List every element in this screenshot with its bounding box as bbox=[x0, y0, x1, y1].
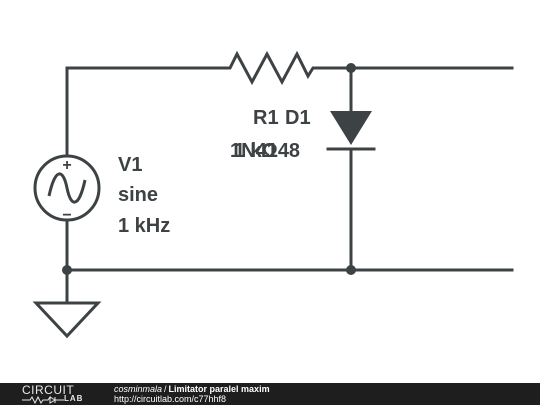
diode-model-label: 1N4148 bbox=[230, 140, 300, 162]
diode-d1-anode bbox=[330, 111, 372, 145]
diode-name-label: D1 bbox=[285, 107, 311, 129]
circuit-url-link[interactable]: http://circuitlab.com/c77hhf8 bbox=[114, 394, 227, 404]
node-bottom-left bbox=[62, 265, 72, 275]
source-freq-label: 1 kHz bbox=[118, 215, 170, 237]
logo-resistor-icon bbox=[22, 396, 64, 404]
logo-text-top: CIRCUIT bbox=[22, 383, 75, 397]
circuit-title: Limitator paralel maxim bbox=[168, 384, 270, 394]
circuitlab-logo: CIRCUIT LAB bbox=[20, 383, 100, 404]
footer-bar: CIRCUIT LAB cosminmala/Limitator paralel… bbox=[0, 383, 540, 405]
ground-icon bbox=[32, 301, 102, 339]
circuit-meta: cosminmala/Limitator paralel maxim http:… bbox=[114, 384, 270, 404]
node-bottom-right bbox=[346, 265, 356, 275]
meta-separator: / bbox=[164, 384, 167, 394]
resistor-r1 bbox=[220, 50, 318, 86]
resistor-value-label: 1 kΩ bbox=[234, 140, 278, 162]
source-plus-sign: + bbox=[62, 157, 71, 174]
source-name-label: V1 bbox=[118, 154, 142, 176]
author-link[interactable]: cosminmala bbox=[114, 384, 163, 394]
source-minus-sign: − bbox=[62, 207, 71, 224]
sine-wave-icon bbox=[47, 172, 87, 204]
circuit-schematic: + − V1 sine 1 kHz R1 D1 1 kΩ 1N4148 bbox=[32, 50, 514, 339]
resistor-name-label: R1 bbox=[253, 107, 279, 129]
source-type-label: sine bbox=[118, 184, 158, 206]
logo-text-bottom: LAB bbox=[64, 394, 84, 403]
